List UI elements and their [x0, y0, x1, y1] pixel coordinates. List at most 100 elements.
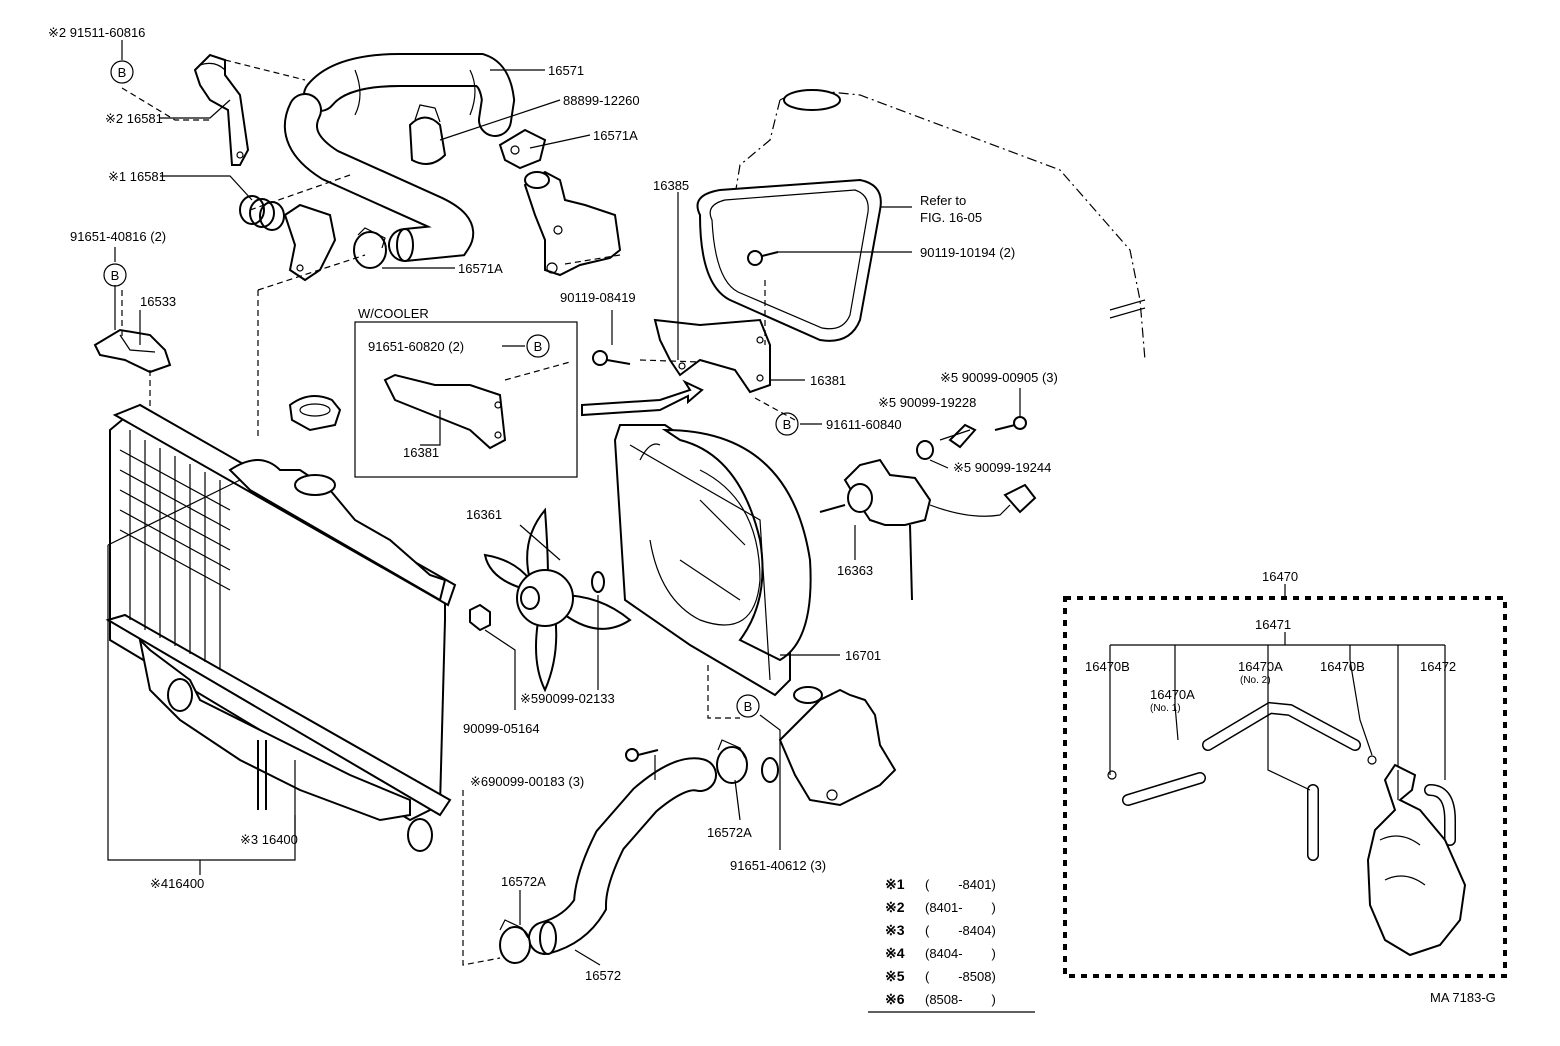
label-16381-box: 16381 — [403, 445, 439, 460]
legend-row: ※5 ( -8508) — [885, 968, 996, 984]
direction-arrow — [581, 379, 704, 417]
legend-row: ※2 (8401- ) — [885, 899, 996, 915]
label-88899-12260: 88899-12260 — [563, 93, 640, 108]
bolt-marker-b2: B — [103, 263, 127, 287]
svg-text:※2: ※2 — [885, 899, 905, 915]
label-16470A-no2: 16470A — [1238, 659, 1283, 674]
label-90099-19244: ※5 90099-19244 — [953, 460, 1051, 475]
radiator-core-fins — [119, 430, 231, 670]
label-no2: (No. 2) — [1240, 675, 1271, 686]
label-16533: 16533 — [140, 294, 176, 309]
svg-text:( -8508): ( -8508) — [925, 969, 996, 984]
label-16581-s1: ※1 16581 — [108, 169, 166, 184]
label-16571A-bottom: 16571A — [458, 261, 503, 276]
svg-text:B: B — [534, 339, 543, 354]
clamp-16572A-left — [499, 919, 531, 964]
upper-hose-16571 — [284, 53, 516, 262]
bolt-markers: B B B B B — [103, 60, 799, 718]
label-no1: (No. 1) — [1150, 703, 1181, 714]
svg-text:( -8404): ( -8404) — [925, 923, 996, 938]
svg-text:B: B — [744, 699, 753, 714]
bolt-90099-00905 — [994, 416, 1027, 431]
water-inlet — [761, 686, 897, 807]
fan-shroud-16701 — [613, 424, 812, 697]
bolt-marker-b5: B — [736, 694, 760, 718]
label-16381-right: 16381 — [810, 373, 846, 388]
legend: ※1( -8401) ※2 (8401- ) ※3 ( -8404) ※4 (8404… — [868, 876, 1035, 1013]
bracket-16533 — [93, 328, 172, 374]
label-16400-s3: ※3 16400 — [240, 832, 298, 847]
label-16470A-no1: 16470A — [1150, 687, 1195, 702]
clamp-16571A-bottom — [353, 227, 387, 269]
label-16471: 16471 — [1255, 617, 1291, 632]
bolt-90099-00183 — [625, 748, 659, 762]
fan-motor-16363 — [819, 458, 1037, 601]
label-90119-08419: 90119-08419 — [560, 290, 636, 305]
label-91511-60816: ※2 91511-60816 — [48, 25, 145, 40]
bolt-marker-b3: B — [526, 334, 550, 358]
label-16385: 16385 — [653, 178, 689, 193]
legend-row: ※3 ( -8404) — [885, 922, 996, 938]
leader-lines — [114, 40, 1021, 966]
label-16361: 16361 — [466, 507, 502, 522]
bolt-90119-10194 — [747, 250, 779, 266]
clamp-88899 — [408, 104, 447, 165]
svg-text:※6: ※6 — [885, 991, 905, 1007]
label-16701: 16701 — [845, 648, 881, 663]
bracket-16581-2 — [193, 53, 250, 166]
radiator-cap — [288, 395, 342, 432]
label-16363: 16363 — [837, 563, 873, 578]
radiator-16400 — [105, 403, 457, 852]
label-91651-40612: 91651-40612 (3) — [730, 858, 826, 873]
reserve-tank-outline — [734, 89, 1146, 361]
bolt-marker-b4: B — [775, 412, 799, 436]
label-16470: 16470 — [1262, 569, 1298, 584]
label-fig-16-05: FIG. 16-05 — [920, 210, 982, 225]
label-16572A-left: 16572A — [501, 874, 546, 889]
lower-hose-16572 — [528, 757, 717, 955]
svg-text:B: B — [118, 65, 127, 80]
label-16400-s4: ※416400 — [150, 876, 204, 891]
label-16572A-right: 16572A — [707, 825, 752, 840]
svg-text:※4: ※4 — [885, 945, 905, 961]
clamp-16572A-right — [716, 739, 748, 784]
label-16581-s2: ※2 16581 — [105, 111, 163, 126]
bolt-marker-b1: B — [110, 60, 134, 84]
water-outlet — [523, 170, 622, 277]
bracket-16381-right — [653, 318, 771, 394]
label-90099-00183: ※690099-00183 (3) — [470, 774, 584, 789]
part-labels: ※2 91511-60816 16571 88899-12260 ※2 1658… — [48, 25, 1058, 983]
label-91651-40816: 91651-40816 (2) — [70, 229, 166, 244]
label-16572: 16572 — [585, 968, 621, 983]
fan-16361 — [483, 507, 632, 693]
label-16472: 16472 — [1420, 659, 1456, 674]
catalog-code: MA 7183-G — [1430, 990, 1496, 1005]
svg-text:(8508- ): (8508- ) — [925, 992, 996, 1007]
label-90099-05164: 90099-05164 — [463, 721, 540, 736]
svg-text:(8401- ): (8401- ) — [925, 900, 996, 915]
legend-row: ※6 (8508- ) — [885, 991, 996, 1007]
nut-90099-05164 — [469, 603, 491, 632]
label-16470B-left: 16470B — [1085, 659, 1130, 674]
label-91651-60820: 91651-60820 (2) — [368, 339, 464, 354]
label-90099-02133: ※590099-02133 — [520, 691, 615, 706]
assembly-dashed-lines — [107, 59, 796, 966]
svg-text:※1: ※1 — [885, 876, 905, 892]
svg-text:※5: ※5 — [885, 968, 905, 984]
label-90099-19228: ※5 90099-19228 — [878, 395, 976, 410]
legend-row: ※1( -8401) — [885, 876, 996, 892]
reservoir-kit-box — [1063, 584, 1507, 978]
svg-text:(8404- ): (8404- ) — [925, 946, 996, 961]
legend-row: ※4 (8404- ) — [885, 945, 996, 961]
clamp-16571A-top — [498, 128, 547, 170]
label-16571A-top: 16571A — [593, 128, 638, 143]
label-91611-60840: 91611-60840 — [826, 417, 902, 432]
label-w-cooler: W/COOLER — [358, 306, 429, 321]
svg-text:B: B — [111, 268, 120, 283]
label-90099-00905: ※5 90099-00905 (3) — [940, 370, 1058, 385]
reservoir-kit-labels: 16470 16471 16470B 16470A (No. 2) 16470B… — [1085, 569, 1496, 1005]
svg-text:B: B — [783, 417, 792, 432]
svg-text:※3: ※3 — [885, 922, 905, 938]
grommet-90099-19244 — [916, 440, 934, 460]
